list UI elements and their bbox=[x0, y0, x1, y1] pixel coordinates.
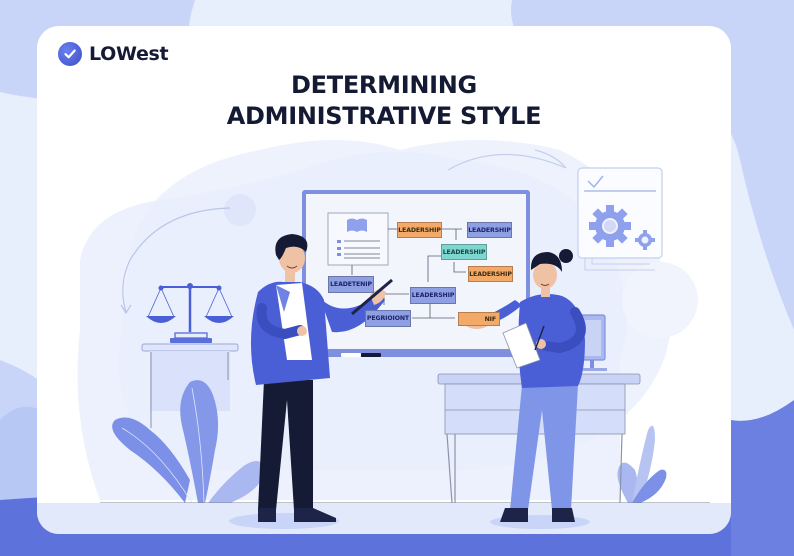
brand: LOWest bbox=[58, 42, 169, 66]
flow-box-leadership-4: LEADERSHIP bbox=[468, 266, 513, 282]
title-line-2: ADMINISTRATIVE STYLE bbox=[226, 102, 542, 130]
flow-box-leadership-2: LEADERSHIP bbox=[467, 222, 512, 238]
plant-left-icon bbox=[112, 380, 265, 504]
flow-box-pegrioiont: PEGRIOIONT bbox=[365, 310, 411, 327]
flow-box-leadership-5: LEADERSHIP bbox=[410, 287, 456, 304]
title-line-1: DETERMINING bbox=[291, 71, 477, 99]
illustration-scene bbox=[37, 140, 731, 534]
flow-box-leadetenip: LEADETENIP bbox=[328, 276, 374, 293]
man-presenter-figure bbox=[229, 234, 393, 529]
settings-card-icon bbox=[577, 167, 663, 271]
flow-box-leadership-1: LEADERSHIP bbox=[397, 222, 442, 238]
plant-right-icon bbox=[617, 425, 667, 503]
brand-name: LOWest bbox=[89, 43, 169, 65]
flow-box-nif: NIF bbox=[458, 312, 500, 326]
check-circle-icon bbox=[58, 42, 82, 66]
page-title: DETERMINING ADMINISTRATIVE STYLE bbox=[37, 70, 731, 132]
content-card: LOWest DETERMINING ADMINISTRATIVE STYLE bbox=[37, 26, 731, 534]
flow-box-leadership-3: LEADERSHIP bbox=[441, 244, 487, 260]
